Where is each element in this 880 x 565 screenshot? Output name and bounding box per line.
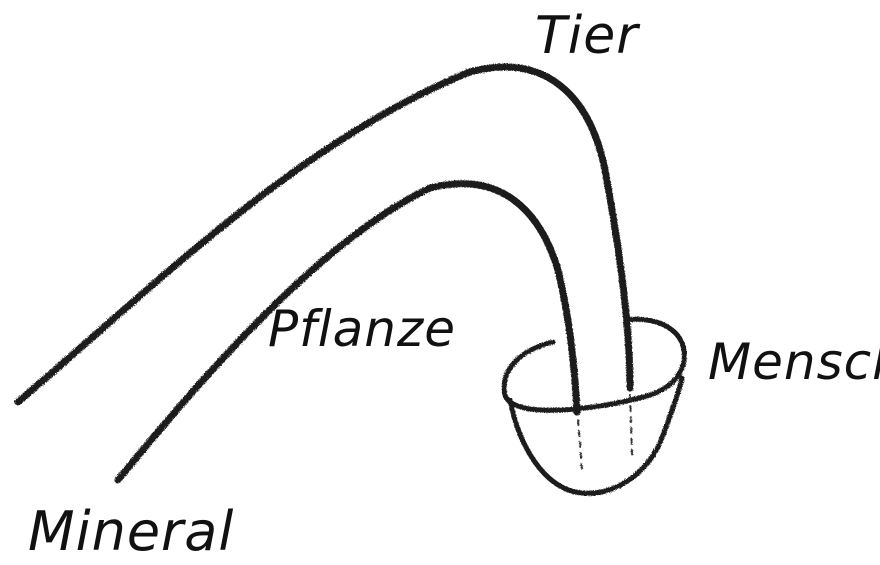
label-mensch: Mensch bbox=[708, 333, 880, 391]
label-mineral: Mineral bbox=[28, 500, 234, 563]
label-pflanze: Pflanze bbox=[268, 300, 456, 358]
outer-curve-dashed bbox=[630, 395, 632, 455]
bowl-rim bbox=[504, 319, 684, 410]
label-tier: Tier bbox=[535, 6, 639, 66]
inner-curve-dashed bbox=[578, 420, 582, 470]
